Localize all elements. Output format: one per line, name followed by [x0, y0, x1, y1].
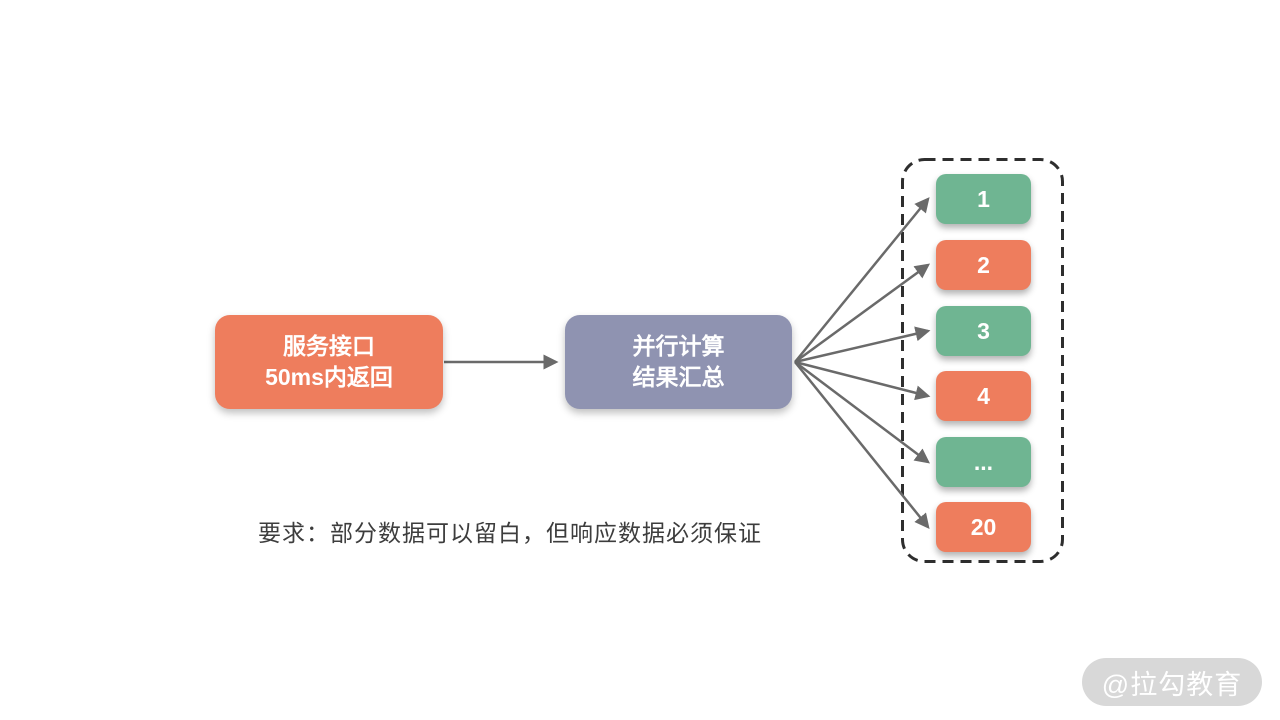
task-box-ellipsis-label: ... [973, 448, 994, 475]
compute-box-line2: 结果汇总 [632, 364, 725, 390]
task-box-20: 20 [936, 502, 1031, 552]
task-box-ellipsis: ... [936, 437, 1031, 487]
arrow-compute-to-task-1 [794, 197, 930, 363]
task-box-20-label: 20 [970, 513, 997, 540]
task-group-dashed-border [901, 158, 1064, 563]
arrow-compute-to-task-4 [794, 360, 931, 401]
arrow-compute-to-task-20 [794, 361, 930, 529]
task-box-4-label: 4 [977, 382, 990, 409]
arrow-compute-to-task-3 [794, 326, 931, 364]
task-box-3: 3 [936, 306, 1031, 356]
task-box-1-label: 1 [977, 185, 990, 212]
task-box-1: 1 [936, 174, 1031, 224]
arrow-compute-to-task-2 [794, 263, 931, 364]
task-box-2-label: 2 [977, 251, 990, 278]
task-box-2: 2 [936, 240, 1031, 290]
service-box-line2: 50ms内返回 [265, 364, 393, 390]
task-box-4: 4 [936, 371, 1031, 421]
service-box: 服务接口 50ms内返回 [215, 315, 443, 409]
watermark-badge: @拉勾教育 [1082, 658, 1262, 706]
compute-box: 并行计算 结果汇总 [565, 315, 792, 409]
arrow-compute-to-task-ellipsis [794, 361, 930, 464]
task-box-3-label: 3 [977, 317, 990, 344]
service-box-line1: 服务接口 [283, 333, 375, 359]
watermark-text: @拉勾教育 [1101, 669, 1243, 700]
compute-box-line1: 并行计算 [632, 333, 725, 359]
requirement-text: 要求：部分数据可以留白，但响应数据必须保证 [258, 520, 762, 546]
